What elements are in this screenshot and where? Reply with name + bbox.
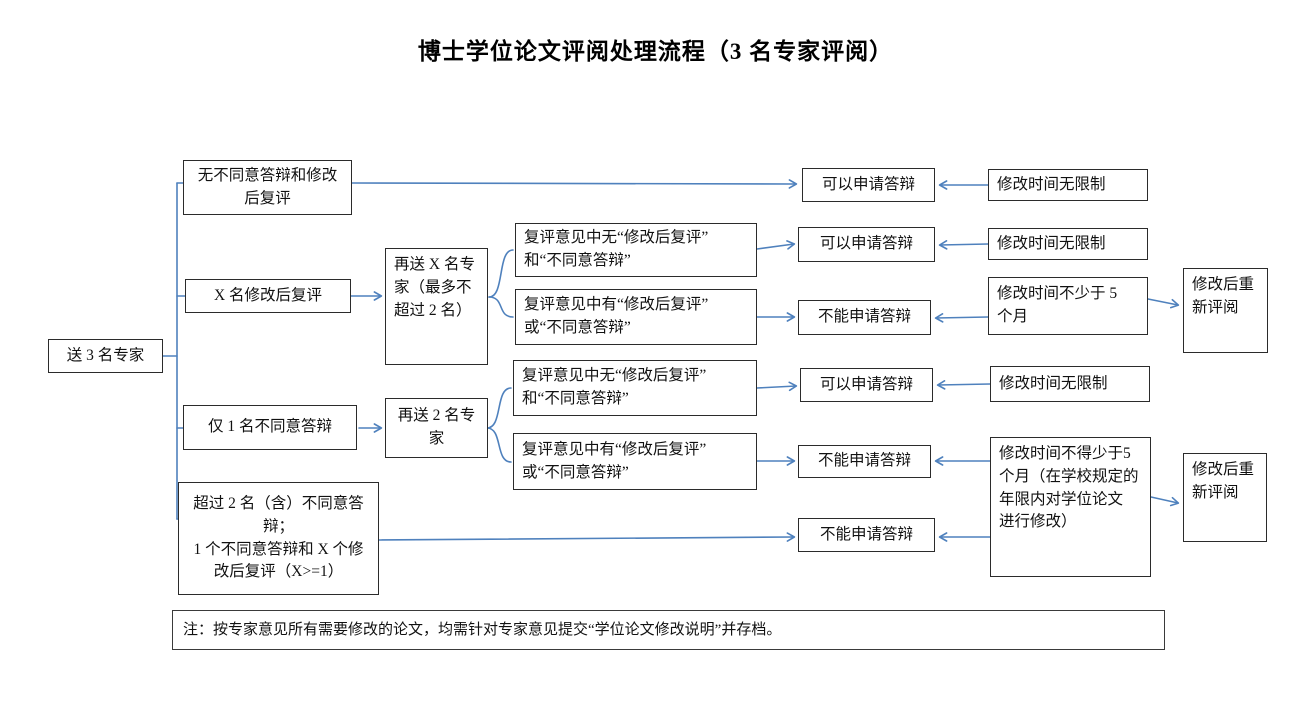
flow-node-cond-two-disagree: 超过 2 名（含）不同意答 辩； 1 个不同意答辩和 X 个修 改后复评（X>=… (178, 482, 379, 595)
flow-node-result-can-2: 可以申请答辩 (798, 227, 935, 262)
flow-node-time-unlimited-2: 修改时间无限制 (988, 228, 1148, 260)
flow-node-cond-none: 无不同意答辩和修改 后复评 (183, 160, 352, 215)
flow-node-redo-review-2: 修改后重 新评阅 (1183, 453, 1267, 542)
diagram-title: 博士学位论文评阅处理流程（3 名专家评阅） (417, 39, 894, 64)
flow-node-time-min5: 修改时间不少于 5 个月 (988, 277, 1148, 335)
flow-node-result-can-3: 可以申请答辩 (800, 368, 933, 402)
flow-node-time-min5-detail: 修改时间不得少于5 个月（在学校规定的 年限内对学位论文 进行修改） (990, 437, 1151, 577)
flow-node-result-cannot-1: 不能申请答辩 (798, 300, 931, 335)
flow-node-cond-x-revise: X 名修改后复评 (185, 279, 351, 313)
flow-node-result-cannot-2: 不能申请答辩 (798, 445, 931, 478)
flow-node-resend-2: 再送 2 名专 家 (385, 398, 488, 458)
flow-node-time-unlimited-1: 修改时间无限制 (988, 169, 1148, 201)
flow-node-time-unlimited-3: 修改时间无限制 (990, 366, 1150, 402)
flow-node-review-none-a: 复评意见中无“修改后复评” 和“不同意答辩” (515, 223, 757, 277)
flow-node-review-has-a: 复评意见中有“修改后复评” 或“不同意答辩” (515, 289, 757, 345)
flow-node-start: 送 3 名专家 (48, 339, 163, 373)
note-box: 注：按专家意见所有需要修改的论文，均需针对专家意见提交“学位论文修改说明”并存档… (172, 610, 1165, 650)
flow-node-resend-x: 再送 X 名专 家（最多不 超过 2 名） (385, 248, 488, 365)
flow-node-redo-review-1: 修改后重 新评阅 (1183, 268, 1268, 353)
flow-node-cond-one-disagree: 仅 1 名不同意答辩 (183, 405, 357, 450)
flow-node-review-none-b: 复评意见中无“修改后复评” 和“不同意答辩” (513, 360, 757, 416)
flow-node-result-cannot-3: 不能申请答辩 (798, 518, 935, 552)
flow-node-result-can-1: 可以申请答辩 (802, 168, 935, 202)
flow-node-review-has-b: 复评意见中有“修改后复评” 或“不同意答辩” (513, 433, 757, 490)
